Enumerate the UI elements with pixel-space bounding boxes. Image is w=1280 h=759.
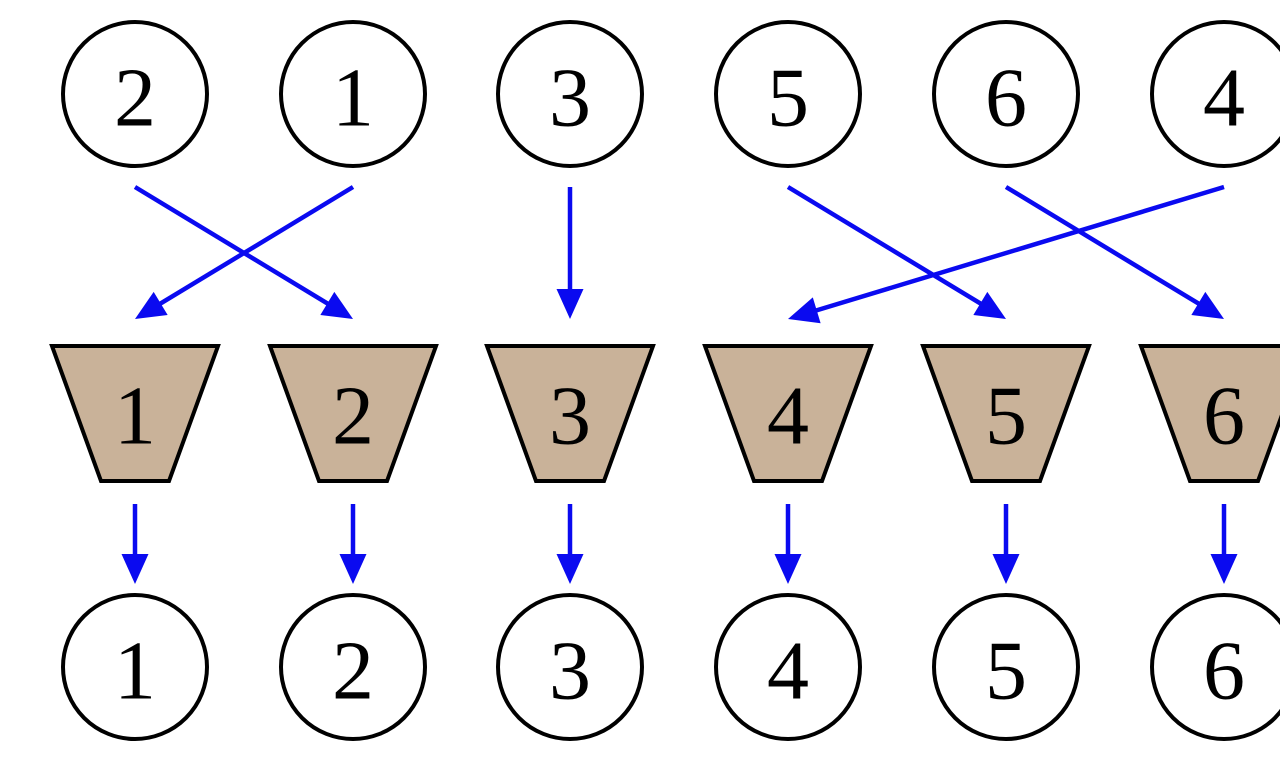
funnel-label: 6	[1203, 370, 1245, 463]
diagram-canvas: 2 1 3 5 6 4 1 2 3 4 5 6 1 2 3 4 5 6	[49, 20, 1280, 741]
arrow-top-to-funnel	[135, 185, 355, 319]
bottom-circle-label: 1	[114, 625, 156, 718]
arrow-funnel-to-bottom-head-icon	[1210, 554, 1238, 584]
funnel-node: 2	[267, 344, 439, 483]
arrow-top-to-funnel	[786, 185, 1006, 319]
funnel-shape	[920, 344, 1092, 483]
arrow-funnel-to-bottom	[556, 504, 584, 584]
arrow-top-to-funnel-line	[786, 185, 989, 310]
sorting-diagram: 2 1 3 5 6 4 1 2 3 4 5 6 1 2 3 4 5 6	[40, 16, 1280, 743]
arrow-top-to-funnel-head-icon	[320, 291, 353, 319]
funnel-node: 4	[702, 344, 874, 483]
arrow-top-to-funnel-line	[133, 185, 336, 310]
arrow-funnel-to-bottom-head-icon	[121, 554, 149, 584]
funnel-node: 6	[1138, 344, 1280, 483]
arrow-funnel-to-bottom	[1210, 504, 1238, 584]
bottom-circle-node: 6	[1150, 593, 1280, 741]
top-circle-label: 1	[332, 52, 374, 145]
top-circle-shape	[932, 20, 1080, 168]
arrow-top-to-funnel-line	[152, 185, 355, 310]
top-circle-label: 3	[549, 52, 591, 145]
funnel-label: 2	[332, 370, 374, 463]
funnel-label: 3	[549, 370, 591, 463]
bottom-circle-node: 2	[279, 593, 427, 741]
arrow-top-to-funnel	[133, 185, 353, 319]
top-circle-node: 2	[61, 20, 209, 168]
bottom-circle-label: 4	[767, 625, 809, 718]
arrow-funnel-to-bottom	[121, 504, 149, 584]
top-circle-shape	[61, 20, 209, 168]
bottom-circle-label: 6	[1203, 625, 1245, 718]
bottom-circle-label: 2	[332, 625, 374, 718]
arrow-top-to-funnel-head-icon	[556, 289, 584, 319]
top-circle-node: 3	[496, 20, 644, 168]
bottom-circle-node: 3	[496, 593, 644, 741]
arrow-funnel-to-bottom	[339, 504, 367, 584]
funnel-shape	[1138, 344, 1280, 483]
bottom-circle-node: 1	[61, 593, 209, 741]
funnel-label: 5	[985, 370, 1027, 463]
arrow-top-to-funnel-head-icon	[973, 291, 1006, 319]
top-circle-label: 5	[767, 52, 809, 145]
funnel-shape	[49, 344, 221, 483]
funnel-node: 3	[484, 344, 656, 483]
arrow-funnel-to-bottom	[992, 504, 1020, 584]
top-circle-shape	[714, 20, 862, 168]
bottom-circle-label: 3	[549, 625, 591, 718]
arrow-funnel-to-bottom-head-icon	[774, 554, 802, 584]
top-circle-label: 4	[1203, 52, 1245, 145]
arrow-funnel-to-bottom-head-icon	[992, 554, 1020, 584]
arrow-top-to-funnel-line	[1004, 185, 1207, 310]
bottom-circle-label: 5	[985, 625, 1027, 718]
arrow-top-to-funnel	[1004, 185, 1224, 319]
funnel-node: 1	[49, 344, 221, 483]
top-circle-node: 1	[279, 20, 427, 168]
top-circle-label: 6	[985, 52, 1027, 145]
arrow-funnel-to-bottom-head-icon	[556, 554, 584, 584]
arrow-top-to-funnel-head-icon	[135, 291, 168, 319]
arrow-top-to-funnel	[556, 187, 584, 319]
funnel-label: 1	[114, 370, 156, 463]
arrow-top-to-funnel-head-icon	[1191, 291, 1224, 319]
top-circle-shape	[496, 20, 644, 168]
top-circle-node: 6	[932, 20, 1080, 168]
arrow-top-to-funnel	[788, 184, 1225, 324]
bottom-circle-node: 5	[932, 593, 1080, 741]
top-circle-node: 4	[1150, 20, 1280, 168]
funnel-node: 5	[920, 344, 1092, 483]
bottom-circle-node: 4	[714, 593, 862, 741]
arrow-funnel-to-bottom-head-icon	[339, 554, 367, 584]
top-circle-label: 2	[114, 52, 156, 145]
funnel-shape	[702, 344, 874, 483]
funnel-label: 4	[767, 370, 809, 463]
arrow-top-to-funnel-line	[808, 184, 1225, 315]
funnel-shape	[484, 344, 656, 483]
funnel-shape	[267, 344, 439, 483]
top-circle-node: 5	[714, 20, 862, 168]
top-circle-shape	[279, 20, 427, 168]
top-circle-shape	[1150, 20, 1280, 168]
arrow-top-to-funnel-head-icon	[788, 297, 821, 324]
arrow-funnel-to-bottom	[774, 504, 802, 584]
